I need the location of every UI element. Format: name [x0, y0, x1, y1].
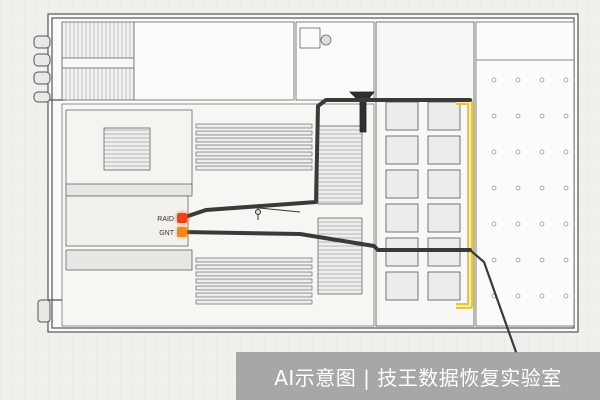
drive-bay-screws [491, 77, 569, 299]
drive-screw [539, 221, 545, 227]
raid-card [65, 195, 193, 271]
drive-screw [539, 293, 545, 299]
drive-screw [515, 293, 521, 299]
watermark: AI示意图 | 技王数据恢复实验室 [236, 352, 600, 400]
fan-module [427, 101, 461, 131]
fan-module [385, 101, 419, 131]
dimm-slot [195, 123, 313, 129]
drive-screw [539, 185, 545, 191]
fan-module [385, 169, 419, 199]
drive-screw [539, 77, 545, 83]
drive-screw [539, 113, 545, 119]
drive-bay [475, 21, 575, 327]
drive-screw [539, 149, 545, 155]
drive-screw [515, 113, 521, 119]
pcie-riser [65, 109, 193, 197]
drive-screw [563, 149, 569, 155]
drive-screw [563, 293, 569, 299]
raid-led-label: RAID [157, 216, 174, 223]
fan-module [427, 169, 461, 199]
dimm-slot [195, 271, 313, 277]
dimm-slot [195, 257, 313, 263]
dimm-slot [195, 151, 313, 157]
drive-screw [563, 77, 569, 83]
external-cable [468, 248, 518, 354]
gnt-led-label: GNT [159, 230, 175, 237]
dimm-slot [195, 144, 313, 150]
dimm-bank-upper [195, 123, 313, 171]
drive-screw [491, 113, 497, 119]
drive-screw [539, 257, 545, 263]
dimm-slot [195, 278, 313, 284]
fan-module [385, 203, 419, 233]
drive-screw [491, 221, 497, 227]
dimm-slot [195, 299, 313, 305]
raid-led-icon [177, 213, 187, 223]
drive-screw [491, 77, 497, 83]
dimm-slot [195, 158, 313, 164]
drive-screw [515, 221, 521, 227]
fan-module [385, 271, 419, 301]
drive-screw [491, 185, 497, 191]
dimm-slot [195, 292, 313, 298]
fan-module [427, 271, 461, 301]
fan-module [385, 135, 419, 165]
rear-handles [33, 35, 51, 323]
drive-screw [515, 149, 521, 155]
drive-screw [563, 257, 569, 263]
drive-screw [563, 221, 569, 227]
raid-led-cable [180, 98, 472, 220]
dimm-slot [195, 285, 313, 291]
power-supply-bay [61, 21, 375, 101]
drive-screw [491, 257, 497, 263]
fan-wall [375, 21, 475, 327]
drive-screw [515, 257, 521, 263]
dimm-slot [195, 264, 313, 270]
dimm-slot [195, 137, 313, 143]
drive-screw [563, 185, 569, 191]
dimm-slot [195, 165, 313, 171]
fan-module [427, 135, 461, 165]
gnt-led-cable [180, 230, 472, 252]
cpu-heatsink-upper [317, 125, 363, 205]
drive-screw [515, 185, 521, 191]
dimm-slot [195, 130, 313, 136]
led-cables [180, 98, 518, 354]
fan-module [427, 203, 461, 233]
led-indicators: RAID GNT [157, 209, 191, 241]
cpu-heatsink-lower [317, 217, 363, 295]
drive-screw [515, 77, 521, 83]
gnt-led-icon [177, 227, 187, 237]
drive-screw [491, 149, 497, 155]
drive-screw [563, 113, 569, 119]
dimm-bank-lower [195, 257, 313, 305]
